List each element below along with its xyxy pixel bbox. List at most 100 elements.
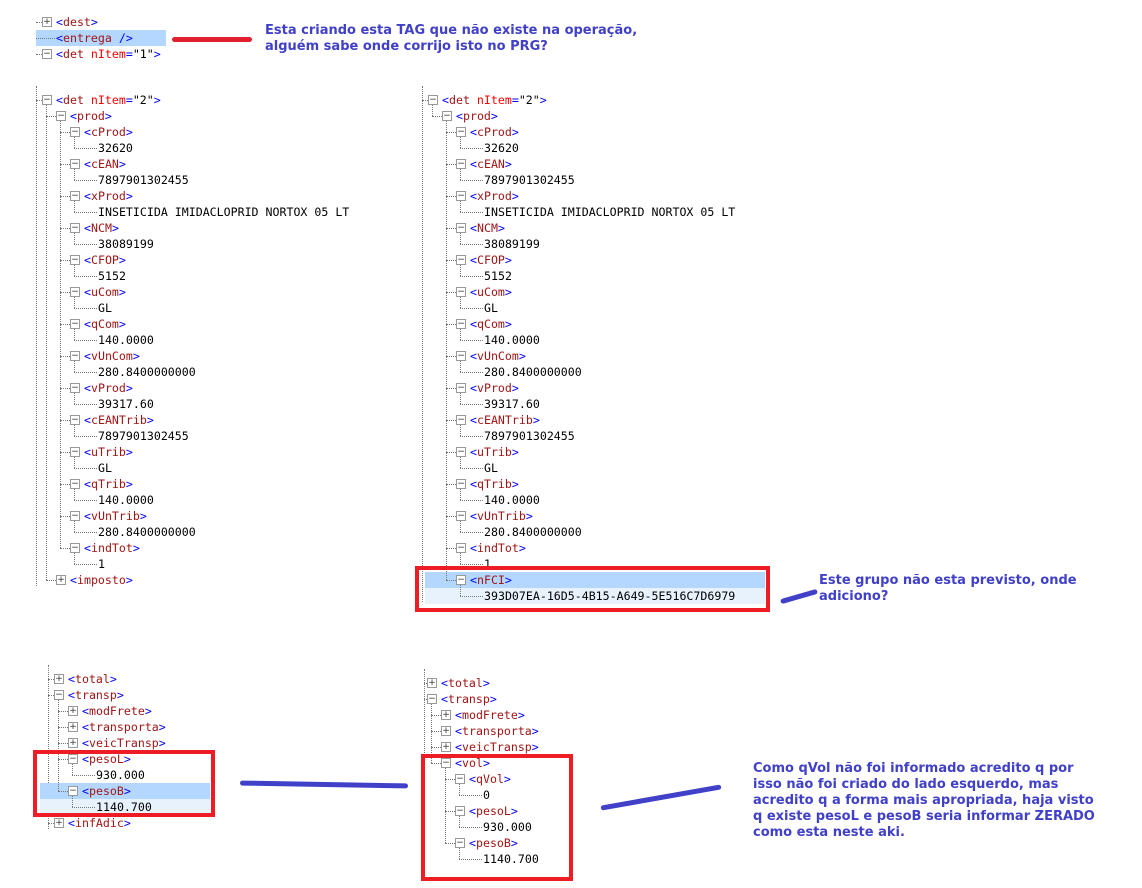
- xml-text-value[interactable]: 393D07EA-16D5-4B15-A649-5E516C7D6979: [484, 588, 735, 604]
- xml-node-uCom[interactable]: <uCom>: [470, 284, 512, 300]
- xml-node-cProd[interactable]: <cProd>: [84, 124, 133, 140]
- xml-node-uTrib[interactable]: <uTrib>: [470, 444, 519, 460]
- xml-text-value[interactable]: GL: [98, 300, 112, 316]
- xml-node-qTrib[interactable]: <qTrib>: [470, 476, 519, 492]
- xml-node-total[interactable]: <total>: [68, 671, 117, 687]
- collapse-minus-icon[interactable]: −: [70, 351, 80, 361]
- xml-node-NCM[interactable]: <NCM>: [84, 220, 119, 236]
- collapse-minus-icon[interactable]: −: [70, 287, 80, 297]
- xml-node-qCom[interactable]: <qCom>: [84, 316, 126, 332]
- collapse-minus-icon[interactable]: −: [70, 479, 80, 489]
- collapse-minus-icon[interactable]: −: [456, 191, 466, 201]
- xml-text-value[interactable]: 32620: [484, 140, 519, 156]
- xml-text-value[interactable]: 7897901302455: [98, 172, 189, 188]
- xml-node-uTrib[interactable]: <uTrib>: [84, 444, 133, 460]
- xml-node-vProd[interactable]: <vProd>: [84, 380, 133, 396]
- collapse-minus-icon[interactable]: −: [70, 319, 80, 329]
- xml-text-value[interactable]: 930.000: [96, 767, 145, 783]
- expand-plus-icon[interactable]: +: [441, 742, 451, 752]
- xml-text-value[interactable]: 39317.60: [484, 396, 540, 412]
- collapse-minus-icon[interactable]: −: [455, 774, 465, 784]
- xml-text-value[interactable]: 930.000: [483, 819, 532, 835]
- collapse-minus-icon[interactable]: −: [456, 575, 466, 585]
- xml-node-imposto[interactable]: <imposto>: [70, 572, 133, 588]
- xml-text-value[interactable]: 280.8400000000: [484, 524, 582, 540]
- collapse-minus-icon[interactable]: −: [456, 319, 466, 329]
- xml-node-uCom[interactable]: <uCom>: [84, 284, 126, 300]
- xml-text-value[interactable]: 7897901302455: [484, 428, 575, 444]
- xml-node-cEAN[interactable]: <cEAN>: [470, 156, 512, 172]
- xml-node-NCM[interactable]: <NCM>: [470, 220, 505, 236]
- xml-text-value[interactable]: 280.8400000000: [484, 364, 582, 380]
- collapse-minus-icon[interactable]: −: [56, 111, 66, 121]
- xml-node-transp[interactable]: <transp>: [441, 691, 497, 707]
- xml-text-value[interactable]: 38089199: [484, 236, 540, 252]
- xml-text-value[interactable]: 5152: [98, 268, 126, 284]
- collapse-minus-icon[interactable]: −: [42, 49, 52, 59]
- xml-node-modFrete[interactable]: <modFrete>: [82, 703, 152, 719]
- xml-node-modFrete[interactable]: <modFrete>: [455, 707, 525, 723]
- xml-node-vUnCom[interactable]: <vUnCom>: [470, 348, 526, 364]
- xml-text-value[interactable]: 1140.700: [483, 851, 539, 867]
- collapse-minus-icon[interactable]: −: [442, 111, 452, 121]
- collapse-minus-icon[interactable]: −: [68, 786, 78, 796]
- xml-node-det[interactable]: <det nItem="2">: [56, 92, 161, 108]
- xml-text-value[interactable]: 140.0000: [484, 492, 540, 508]
- xml-node-CFOP[interactable]: <CFOP>: [470, 252, 512, 268]
- collapse-minus-icon[interactable]: −: [456, 511, 466, 521]
- xml-text-value[interactable]: 1: [484, 556, 491, 572]
- xml-node-total[interactable]: <total>: [441, 675, 490, 691]
- collapse-minus-icon[interactable]: −: [456, 127, 466, 137]
- collapse-minus-icon[interactable]: −: [456, 383, 466, 393]
- expand-plus-icon[interactable]: +: [441, 710, 451, 720]
- xml-node-prod[interactable]: <prod>: [456, 108, 498, 124]
- collapse-minus-icon[interactable]: −: [456, 255, 466, 265]
- xml-text-value[interactable]: GL: [484, 300, 498, 316]
- xml-node-dest[interactable]: <dest>: [56, 14, 98, 30]
- xml-text-value[interactable]: 38089199: [98, 236, 154, 252]
- xml-node-prod[interactable]: <prod>: [70, 108, 112, 124]
- collapse-minus-icon[interactable]: −: [427, 694, 437, 704]
- xml-text-value[interactable]: 39317.60: [98, 396, 154, 412]
- expand-plus-icon[interactable]: +: [441, 726, 451, 736]
- xml-text-value[interactable]: INSETICIDA IMIDACLOPRID NORTOX 05 LT: [98, 204, 349, 220]
- expand-plus-icon[interactable]: +: [68, 722, 78, 732]
- collapse-minus-icon[interactable]: −: [456, 351, 466, 361]
- xml-node-CFOP[interactable]: <CFOP>: [84, 252, 126, 268]
- xml-node-qTrib[interactable]: <qTrib>: [84, 476, 133, 492]
- xml-text-value[interactable]: 1: [98, 556, 105, 572]
- expand-plus-icon[interactable]: +: [42, 17, 52, 27]
- collapse-minus-icon[interactable]: −: [70, 415, 80, 425]
- xml-text-value[interactable]: GL: [98, 460, 112, 476]
- collapse-minus-icon[interactable]: −: [455, 806, 465, 816]
- collapse-minus-icon[interactable]: −: [68, 754, 78, 764]
- xml-node-pesoB[interactable]: <pesoB>: [82, 783, 131, 799]
- xml-node-vUnTrib[interactable]: <vUnTrib>: [84, 508, 147, 524]
- xml-node-transporta[interactable]: <transporta>: [82, 719, 166, 735]
- xml-text-value[interactable]: INSETICIDA IMIDACLOPRID NORTOX 05 LT: [484, 204, 735, 220]
- collapse-minus-icon[interactable]: −: [456, 159, 466, 169]
- collapse-minus-icon[interactable]: −: [428, 95, 438, 105]
- xml-node-vProd[interactable]: <vProd>: [470, 380, 519, 396]
- xml-text-value[interactable]: 1140.700: [96, 799, 152, 815]
- xml-text-value[interactable]: 140.0000: [98, 492, 154, 508]
- xml-text-value[interactable]: 280.8400000000: [98, 364, 196, 380]
- expand-plus-icon[interactable]: +: [68, 706, 78, 716]
- collapse-minus-icon[interactable]: −: [456, 223, 466, 233]
- collapse-minus-icon[interactable]: −: [54, 690, 64, 700]
- xml-node-pesoB[interactable]: <pesoB>: [469, 835, 518, 851]
- xml-node-det[interactable]: <det nItem="1">: [56, 46, 161, 62]
- xml-text-value[interactable]: 7897901302455: [98, 428, 189, 444]
- xml-node-qCom[interactable]: <qCom>: [470, 316, 512, 332]
- xml-node-cEANTrib[interactable]: <cEANTrib>: [84, 412, 154, 428]
- xml-node-entrega[interactable]: <entrega />: [56, 30, 133, 46]
- xml-node-xProd[interactable]: <xProd>: [84, 188, 133, 204]
- collapse-minus-icon[interactable]: −: [70, 447, 80, 457]
- collapse-minus-icon[interactable]: −: [456, 287, 466, 297]
- collapse-minus-icon[interactable]: −: [456, 415, 466, 425]
- collapse-minus-icon[interactable]: −: [441, 758, 451, 768]
- xml-text-value[interactable]: 140.0000: [98, 332, 154, 348]
- collapse-minus-icon[interactable]: −: [70, 127, 80, 137]
- expand-plus-icon[interactable]: +: [427, 678, 437, 688]
- xml-node-nFCI[interactable]: <nFCI>: [470, 572, 512, 588]
